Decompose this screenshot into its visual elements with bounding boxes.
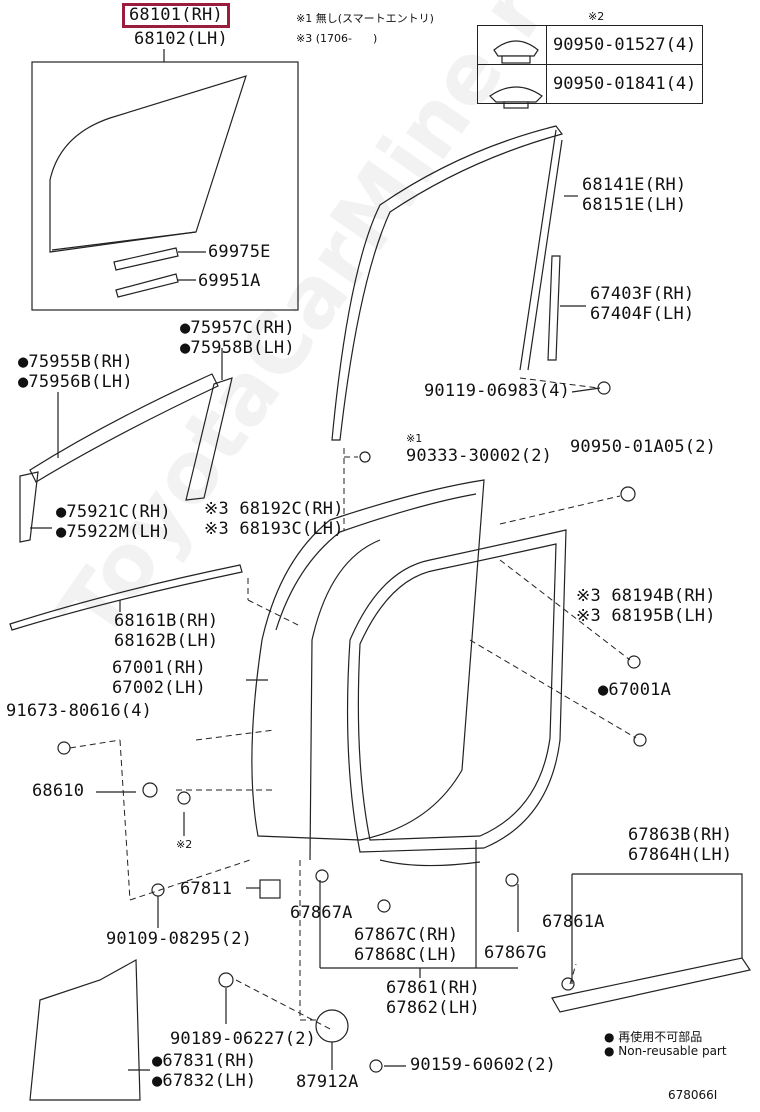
label-75921C: ●75921C(RH) xyxy=(56,502,171,522)
clip-68194B xyxy=(627,655,641,669)
garnish-75957C xyxy=(185,377,233,501)
label-67831: ●67831(RH) xyxy=(152,1051,257,1071)
clip-parts-table: 90950-01527(4) 90950-01841(4) xyxy=(477,25,704,104)
label-67001: 67001(RH) xyxy=(112,658,206,678)
label-68192C: ※3 68192C(RH) xyxy=(204,499,344,519)
clip-icon xyxy=(477,64,547,104)
label-mark2: ※2 xyxy=(176,838,193,851)
label-75958B: ●75958B(LH) xyxy=(180,338,295,358)
label-90333: 90333-30002(2) xyxy=(406,446,553,466)
label-67868C: 67868C(LH) xyxy=(354,945,459,965)
belt-moulding-68161B xyxy=(9,564,243,631)
part-code: 90950-01527(4) xyxy=(545,25,704,65)
label-69975E: 69975E xyxy=(208,242,271,262)
label-68610: 68610 xyxy=(32,781,85,801)
bolt-90109 xyxy=(151,883,165,897)
moulding-75955B xyxy=(29,373,219,483)
label-67862: 67862(LH) xyxy=(386,998,480,1018)
label-67867A: 67867A xyxy=(290,903,353,923)
hinge-68610 xyxy=(142,782,158,798)
label-67861A: 67861A xyxy=(542,912,605,932)
plug-87912A xyxy=(315,1009,349,1043)
label-91673: 91673-80616(4) xyxy=(6,701,153,721)
label-68193C: ※3 68193C(LH) xyxy=(204,519,344,539)
highlighted-part-number: 68101(RH) xyxy=(122,3,230,28)
label-67404F: 67404F(LH) xyxy=(590,304,695,324)
clip-67001A xyxy=(633,733,647,747)
part-68102: 68102(LH) xyxy=(134,29,228,49)
label-67863B: 67863B(RH) xyxy=(628,825,733,845)
bolt-91673 xyxy=(57,741,71,755)
figure-id: 678066I xyxy=(668,1088,718,1102)
plug-90333 xyxy=(359,451,371,463)
run-channel-68141E xyxy=(331,125,564,441)
part-code: 90950-01841(4) xyxy=(545,64,704,104)
table-row: 90950-01527(4) xyxy=(477,25,704,65)
pad-67811 xyxy=(259,879,281,899)
label-90950-01A05: 90950-01A05(2) xyxy=(570,437,717,457)
label-68141E: 68141E(RH) xyxy=(582,175,687,195)
label-67867G: 67867G xyxy=(484,943,547,963)
clip-67861A xyxy=(561,977,575,991)
channel-69951A xyxy=(115,273,179,298)
label-67001A: ●67001A xyxy=(598,680,672,700)
label-75955B: ●75955B(RH) xyxy=(18,352,133,372)
label-68162B: 68162B(LH) xyxy=(114,631,219,651)
scuff-plate-67863B xyxy=(551,957,751,1013)
label-68194B: ※3 68194B(RH) xyxy=(576,586,716,606)
glass-inset-frame xyxy=(31,61,299,311)
label-mark1: ※1 xyxy=(406,432,423,445)
label-75922M: ●75922M(LH) xyxy=(56,522,171,542)
label-68151E: 68151E(LH) xyxy=(582,195,687,215)
label-75957C: ●75957C(RH) xyxy=(180,318,295,338)
service-cover-67831 xyxy=(29,958,141,1101)
door-glass xyxy=(49,75,247,253)
table-row: 90950-01841(4) xyxy=(477,64,704,104)
label-67861: 67861(RH) xyxy=(386,978,480,998)
label-68195B: ※3 68195B(LH) xyxy=(576,606,716,626)
clip-icon xyxy=(477,25,547,65)
door-panel-67001 xyxy=(251,479,485,841)
label-90189: 90189-06227(2) xyxy=(170,1029,317,1049)
label-67867C: 67867C(RH) xyxy=(354,925,459,945)
note-3: ※3 (1706- ) xyxy=(296,32,378,45)
label-75956B: ●75956B(LH) xyxy=(18,372,133,392)
screw-90189 xyxy=(218,972,234,988)
legend-japanese: ● 再使用不可部品 xyxy=(604,1030,703,1044)
note-1: ※1 無し(スマートエントリ) xyxy=(296,12,434,25)
label-67811: 67811 xyxy=(180,879,233,899)
label-90109: 90109-08295(2) xyxy=(106,929,253,949)
legend-english: ● Non-reusable part xyxy=(604,1044,727,1058)
clip-67867A xyxy=(315,869,329,883)
channel-69975E xyxy=(113,247,179,271)
label-68161B: 68161B(RH) xyxy=(114,611,219,631)
note-2-mark: ※2 xyxy=(588,10,605,23)
label-67403F: 67403F(RH) xyxy=(590,284,695,304)
moulding-75921C xyxy=(19,471,39,543)
label-69951A: 69951A xyxy=(198,271,261,291)
label-90159: 90159-60602(2) xyxy=(410,1055,557,1075)
label-67832: ●67832(LH) xyxy=(152,1071,257,1091)
clip-67867G xyxy=(505,873,519,887)
label-87912A: 87912A xyxy=(296,1072,359,1092)
weatherstrip-67861 xyxy=(346,529,567,853)
clip-67867C xyxy=(377,899,391,913)
plug-90950-01A05 xyxy=(620,486,636,502)
bolt-90159 xyxy=(369,1059,383,1073)
label-90119: 90119-06983(4) xyxy=(424,381,571,401)
clip-mark2 xyxy=(177,791,191,805)
label-67864H: 67864H(LH) xyxy=(628,845,733,865)
label-67002: 67002(LH) xyxy=(112,678,206,698)
channel-67403F xyxy=(547,255,561,361)
